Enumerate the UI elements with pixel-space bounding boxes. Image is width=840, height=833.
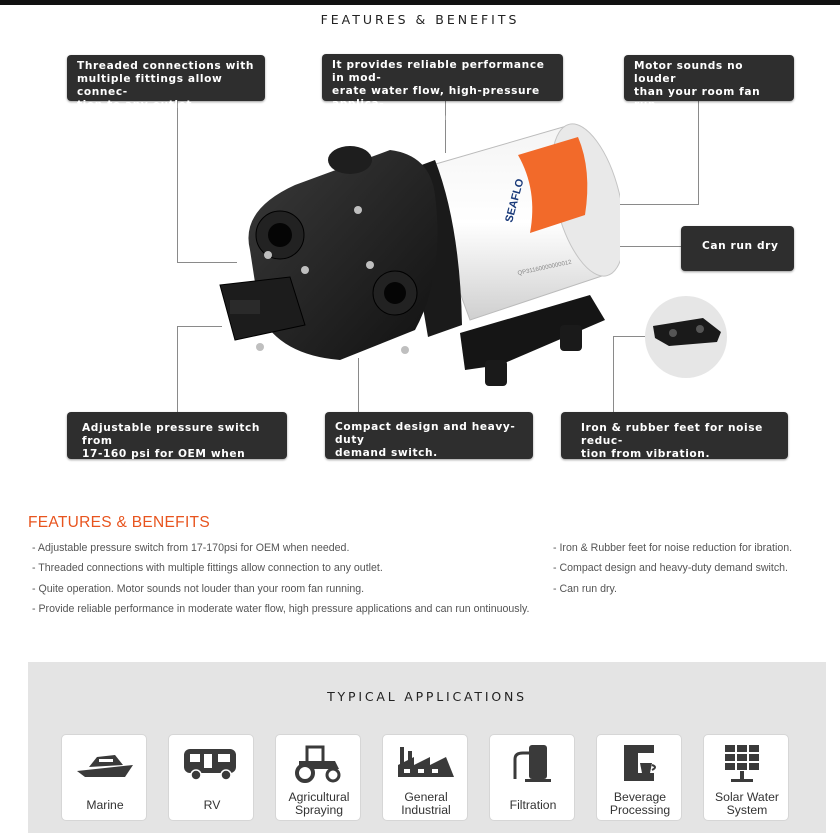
callout-rubber-feet: Iron & rubber feet for noise reduc- tion… [561, 412, 788, 460]
leader-pressure-h [177, 326, 222, 327]
water-pump-image: SEAFLO QP31160000000012 [219, 123, 620, 386]
callout-threaded-connections: Threaded connections with multiple fitti… [67, 55, 265, 111]
applications-title: TYPICAL APPLICATIONS [327, 689, 527, 704]
coffee-machine-icon [624, 745, 656, 781]
callout-compact-design: Compact design and heavy-duty demand swi… [325, 412, 533, 459]
app-label: Filtration [509, 798, 557, 812]
leader-threaded [177, 101, 178, 263]
feature-item: - Provide reliable performance in modera… [32, 602, 530, 615]
callout-pressure-switch: Adjustable pressure switch from 17-160 p… [67, 412, 287, 473]
mounting-bracket-icon [653, 318, 721, 346]
app-label: General Industrial [401, 790, 451, 817]
callout-motor-sound: Motor sounds no louder than your room fa… [624, 55, 794, 124]
water-filter-icon [513, 745, 551, 782]
app-label: Marine [86, 798, 124, 812]
tractor-icon [295, 745, 341, 783]
feature-item: - Can run dry. [553, 582, 617, 595]
leader-motor [698, 101, 699, 205]
solar-panel-icon [725, 745, 759, 782]
app-card-beverage[interactable]: Beverage Processing [596, 734, 682, 821]
features-heading: FEATURES & BENEFITS [28, 514, 210, 531]
leader-feet-h [613, 336, 648, 337]
feature-item: - Iron & Rubber feet for noise reduction… [553, 542, 793, 554]
rubber-feet-thumbnail [645, 296, 727, 378]
leader-threaded-h [177, 262, 237, 263]
leader-dry [617, 246, 681, 247]
leader-compact [358, 358, 359, 413]
app-label: Agricultural Spraying [288, 790, 350, 817]
applications-section: TYPICAL APPLICATIONS Marine RV Agricultu… [28, 662, 826, 833]
app-card-filtration[interactable]: Filtration [489, 734, 575, 821]
app-label: RV [203, 798, 221, 812]
factory-icon [398, 747, 454, 777]
app-card-marine[interactable]: Marine [61, 734, 147, 821]
callout-run-dry: Can run dry [681, 226, 794, 271]
feature-item: - Compact design and heavy-duty demand s… [553, 562, 788, 575]
callout-reliable-performance: It provides reliable performance in mod-… [322, 54, 563, 123]
leader-pressure [177, 326, 178, 412]
app-card-agricultural[interactable]: Agricultural Spraying [275, 734, 361, 821]
feature-item: - Adjustable pressure switch from 17-170… [32, 542, 350, 554]
top-border [0, 0, 840, 5]
app-label: Solar Water System [715, 790, 779, 817]
app-label: Beverage Processing [609, 790, 671, 817]
feature-item: - Quite operation. Motor sounds not loud… [32, 582, 365, 595]
feature-item: - Threaded connections with multiple fit… [32, 562, 383, 575]
yacht-icon [77, 755, 133, 777]
features-list-left: - Adjustable pressure switch from 17-170… [32, 538, 529, 619]
leader-motor-h [620, 204, 699, 205]
leader-feet [613, 336, 614, 412]
rv-icon [184, 749, 236, 781]
hero-title: FEATURES & BENEFITS [320, 12, 520, 27]
leader-performance [445, 101, 446, 153]
features-list-right: - Iron & Rubber feet for noise reduction… [553, 538, 792, 599]
app-card-solar[interactable]: Solar Water System [703, 734, 789, 821]
app-card-industrial[interactable]: General Industrial [382, 734, 468, 821]
app-card-rv[interactable]: RV [168, 734, 254, 821]
